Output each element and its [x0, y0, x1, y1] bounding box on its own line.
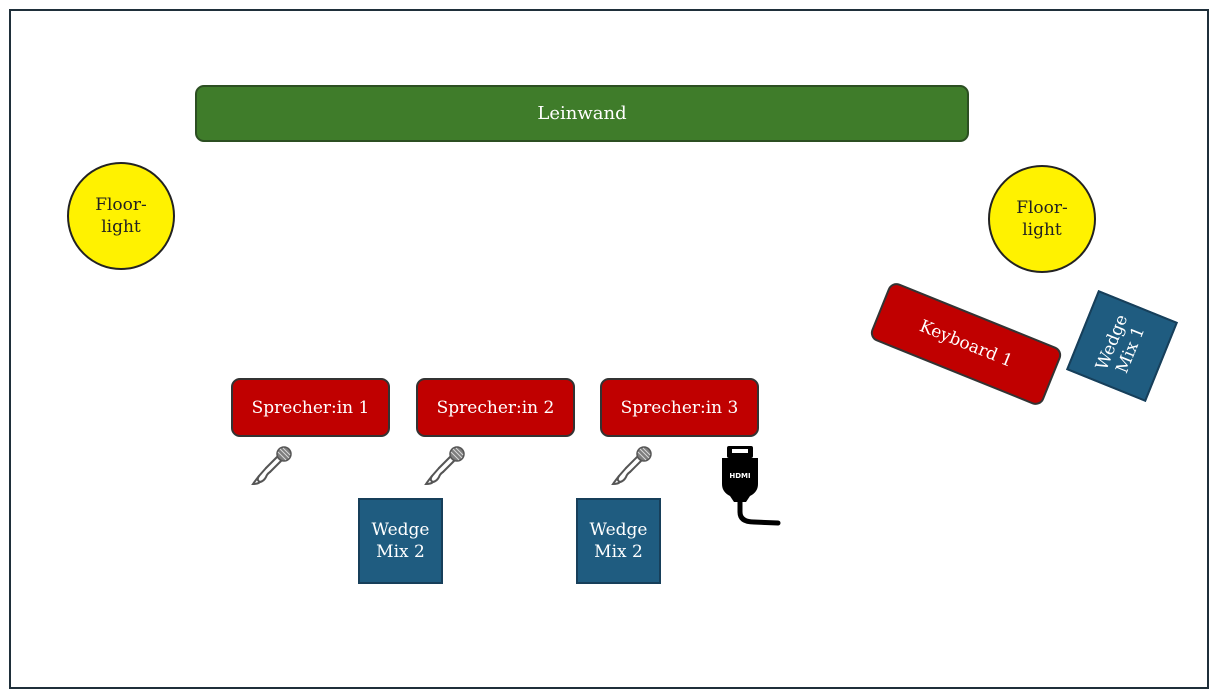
hdmi-label: HDMI: [729, 472, 750, 480]
speaker-position-1: Sprecher:in 1: [231, 378, 390, 437]
microphone-icon: [251, 446, 292, 486]
floorlight-right: Floor- light: [988, 165, 1096, 273]
speaker-1-label: Sprecher:in 1: [251, 397, 370, 418]
floorlight-left: Floor- light: [67, 162, 175, 270]
floorlight-left-line1: Floor-: [95, 194, 147, 215]
microphone-icon: [611, 446, 652, 486]
wedge-right-line1: Wedge: [589, 519, 648, 540]
wedge-right-line2: Mix 2: [594, 542, 643, 562]
screen-leinwand: Leinwand: [195, 85, 969, 142]
keyboard-label: Keyboard 1: [916, 316, 1016, 372]
speaker-position-3: Sprecher:in 3: [600, 378, 759, 437]
wedge-mix-2-right: Wedge Mix 2: [576, 498, 661, 584]
wedge-left-line1: Wedge: [371, 519, 430, 540]
speaker-position-2: Sprecher:in 2: [416, 378, 575, 437]
microphone-icon: [424, 446, 465, 486]
floorlight-right-line2: light: [1022, 220, 1062, 240]
floorlight-right-line1: Floor-: [1016, 197, 1068, 218]
wedge-left-line2: Mix 2: [376, 542, 425, 562]
floorlight-left-line2: light: [101, 217, 141, 237]
speaker-2-label: Sprecher:in 2: [436, 397, 555, 418]
screen-label: Leinwand: [537, 103, 627, 124]
speaker-3-label: Sprecher:in 3: [620, 397, 739, 418]
hdmi-cable-icon: HDMI: [722, 446, 781, 526]
wedge-mix-2-left: Wedge Mix 2: [358, 498, 443, 584]
